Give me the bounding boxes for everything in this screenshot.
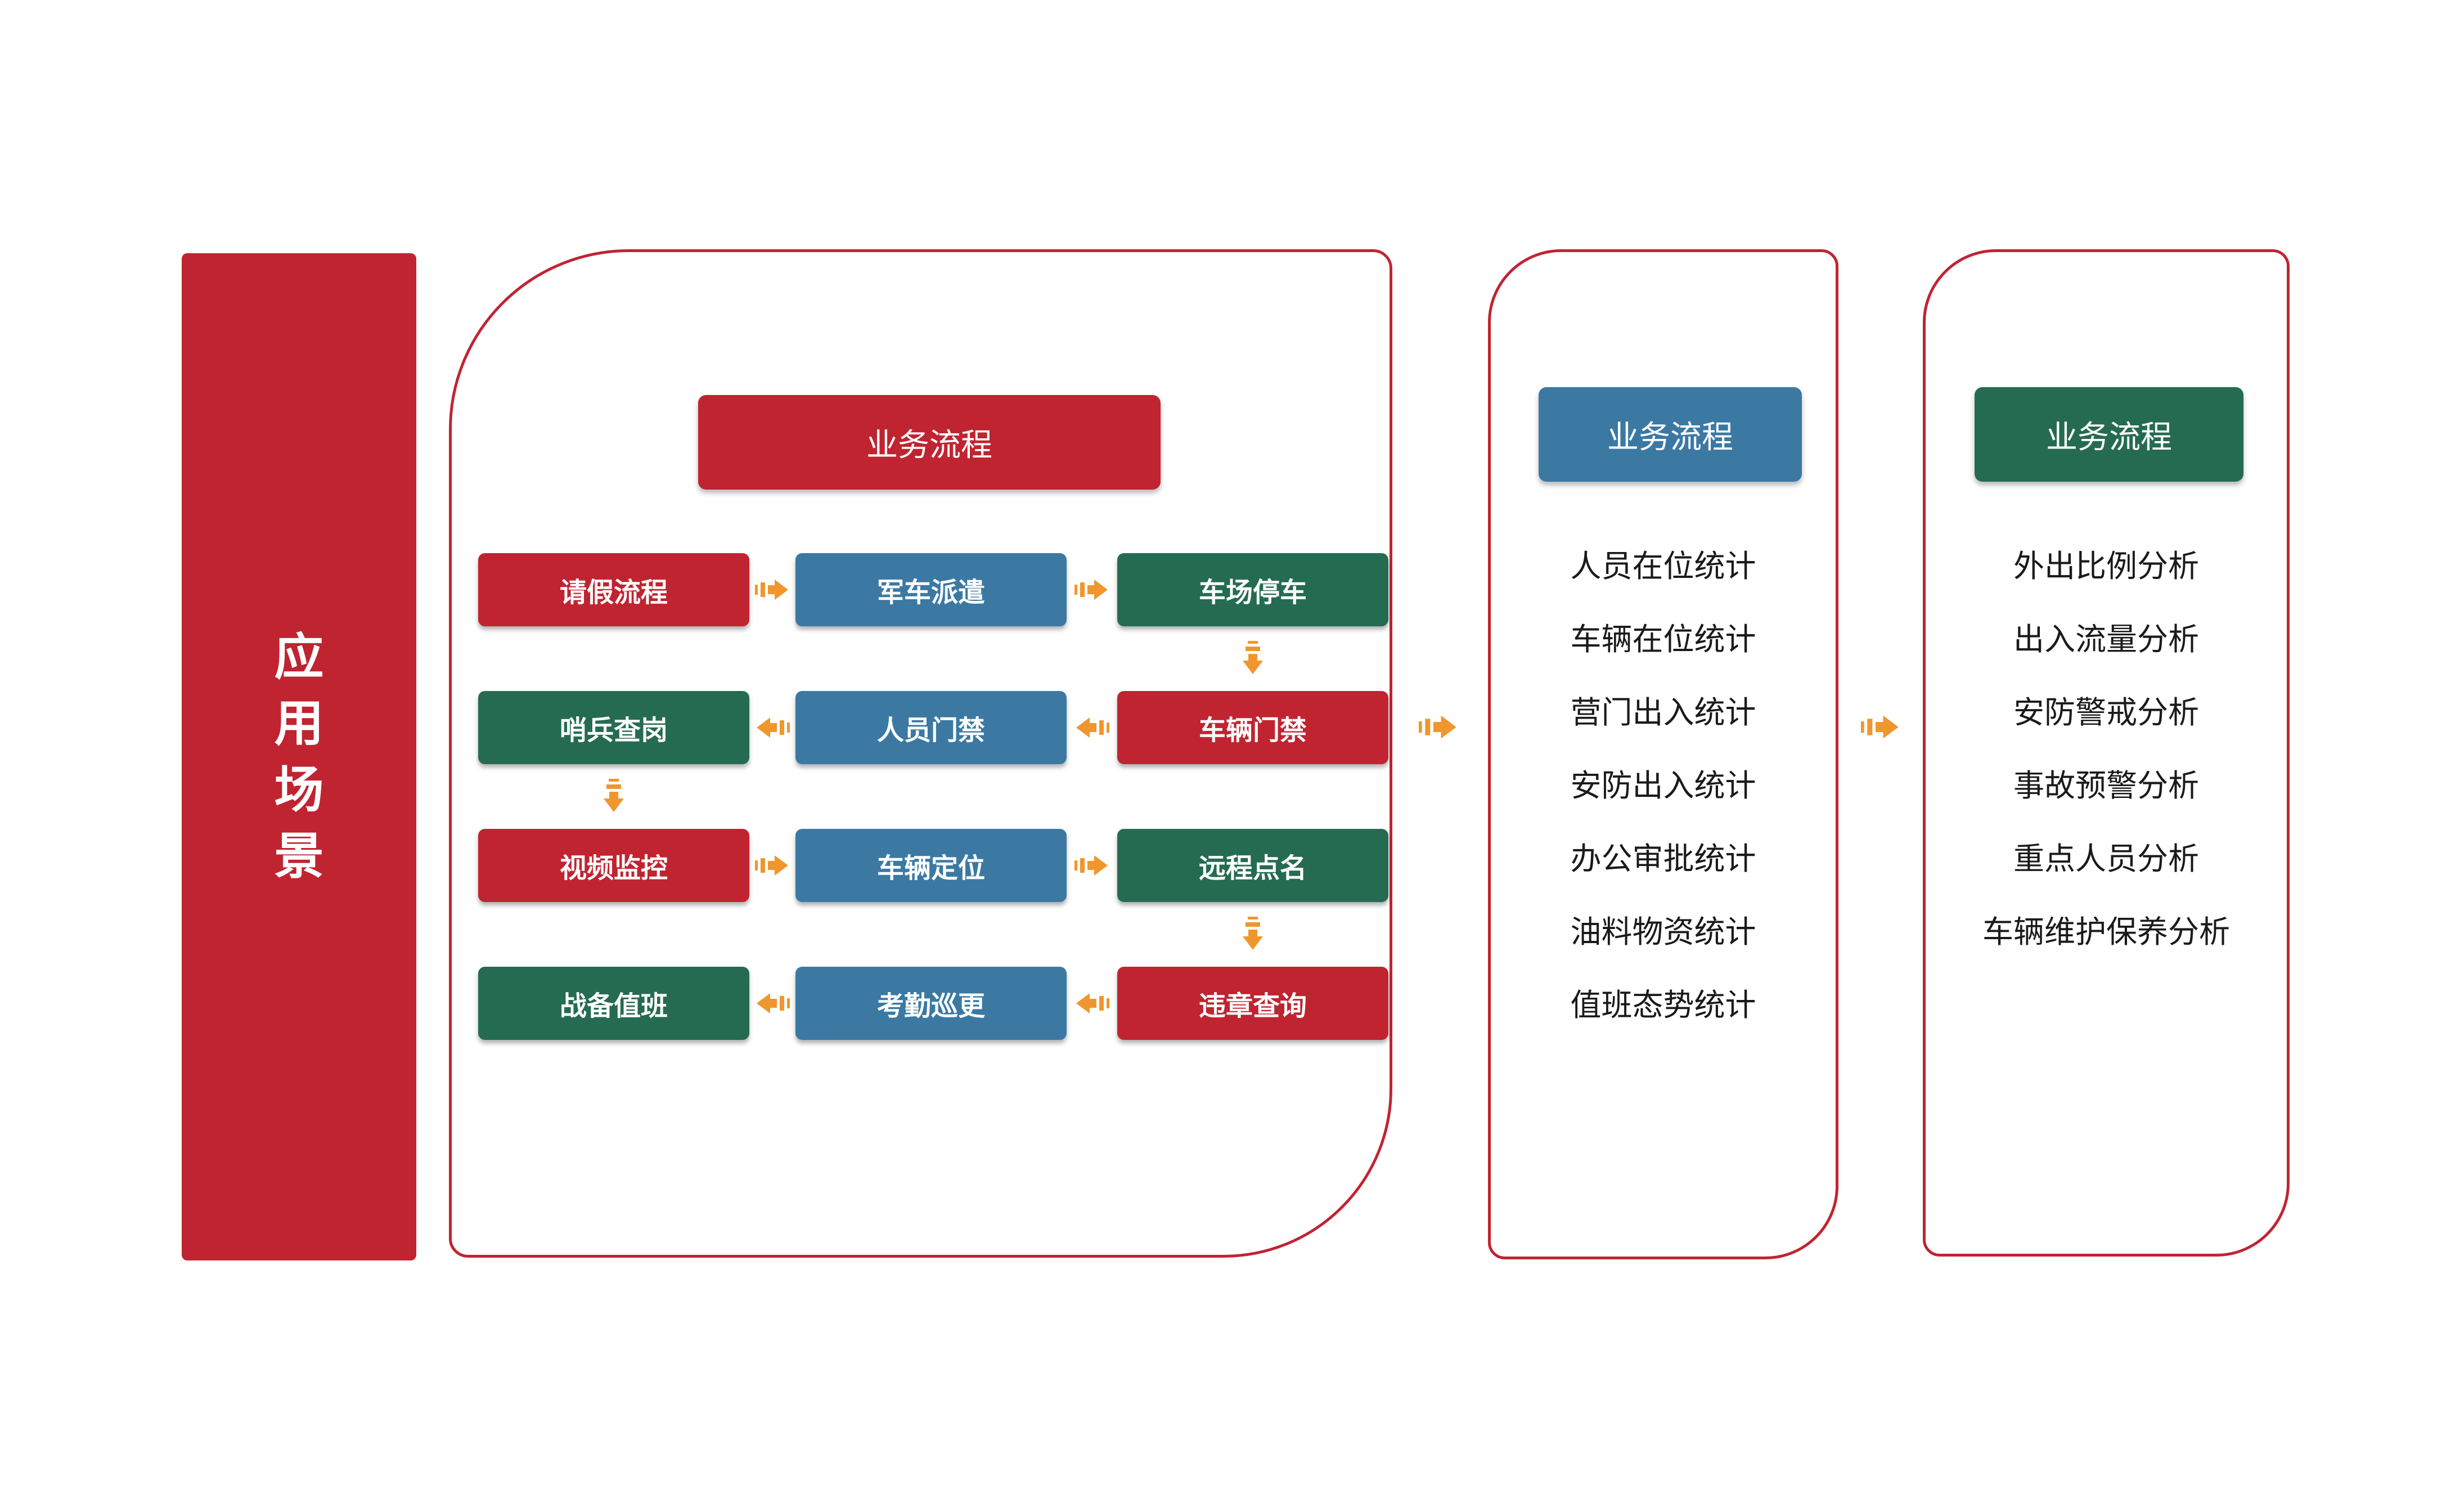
flow-arrow-left-icon bbox=[757, 717, 790, 738]
flow-panel-header: 业务流程 bbox=[698, 395, 1161, 490]
sidebar-title-char: 场 bbox=[274, 762, 324, 818]
flow-arrow-left-icon bbox=[1076, 993, 1109, 1013]
stats-list-item: 办公审批统计 bbox=[1570, 841, 1756, 876]
flow-node-r1c3: 车场停车 bbox=[1117, 553, 1388, 626]
flow-arrow-left-icon bbox=[757, 993, 790, 1013]
analysis-list-item: 出入流量分析 bbox=[2013, 622, 2199, 657]
sidebar-title-char: 用 bbox=[274, 696, 324, 751]
stats-panel-header: 业务流程 bbox=[1539, 387, 1802, 482]
stats-list-item: 油料物资统计 bbox=[1570, 914, 1756, 949]
flow-arrow-down-icon bbox=[604, 779, 624, 812]
stats-list-item: 值班态势统计 bbox=[1570, 988, 1756, 1022]
flow-node-r3c1: 视频监控 bbox=[478, 829, 749, 902]
analysis-list-item: 事故预警分析 bbox=[2013, 768, 2199, 803]
flow-node-r4c3: 违章查询 bbox=[1117, 967, 1388, 1040]
flow-node-r1c2: 军车派遣 bbox=[795, 553, 1067, 626]
sidebar-application-scenarios: 应 用 场 景 bbox=[182, 253, 416, 1260]
flow-arrow-right-icon bbox=[1074, 580, 1108, 600]
flow-node-r3c3: 远程点名 bbox=[1117, 829, 1388, 902]
analysis-panel-header: 业务流程 bbox=[1975, 387, 2243, 482]
stats-list-item: 人员在位统计 bbox=[1570, 549, 1756, 584]
stats-list-item: 车辆在位统计 bbox=[1570, 622, 1756, 657]
flow-node-r2c2: 人员门禁 bbox=[795, 691, 1067, 764]
analysis-list-item: 车辆维护保养分析 bbox=[1982, 914, 2230, 949]
flow-arrow-right-icon bbox=[755, 580, 788, 600]
panel-connector-arrow-icon bbox=[1861, 715, 1899, 739]
stats-list: 人员在位统计 车辆在位统计 营门出入统计 安防出入统计 办公审批统计 油料物资统… bbox=[1488, 530, 1838, 1042]
flow-arrow-right-icon bbox=[1074, 855, 1108, 876]
flow-node-r1c1: 请假流程 bbox=[478, 553, 749, 626]
flow-node-r2c3: 车辆门禁 bbox=[1117, 691, 1388, 764]
flow-node-r4c2: 考勤巡更 bbox=[795, 967, 1067, 1040]
sidebar-title-char: 景 bbox=[274, 828, 324, 884]
analysis-list-item: 重点人员分析 bbox=[2013, 841, 2199, 876]
sidebar-title-char: 应 bbox=[274, 629, 324, 685]
stats-list-item: 营门出入统计 bbox=[1570, 695, 1756, 730]
analysis-list-item: 外出比例分析 bbox=[2013, 549, 2199, 584]
flow-arrow-down-icon bbox=[1243, 917, 1263, 950]
flow-arrow-down-icon bbox=[1243, 641, 1263, 674]
flow-node-r2c1: 哨兵查岗 bbox=[478, 691, 749, 764]
flow-node-r4c1: 战备值班 bbox=[478, 967, 749, 1040]
panel-connector-arrow-icon bbox=[1419, 715, 1456, 739]
analysis-list-item: 安防警戒分析 bbox=[2013, 695, 2199, 730]
flow-arrow-left-icon bbox=[1076, 717, 1109, 738]
flow-node-r3c2: 车辆定位 bbox=[795, 829, 1067, 902]
analysis-list: 外出比例分析 出入流量分析 安防警戒分析 事故预警分析 重点人员分析 车辆维护保… bbox=[1923, 530, 2290, 968]
stats-list-item: 安防出入统计 bbox=[1570, 768, 1756, 803]
flow-arrow-right-icon bbox=[755, 855, 788, 876]
